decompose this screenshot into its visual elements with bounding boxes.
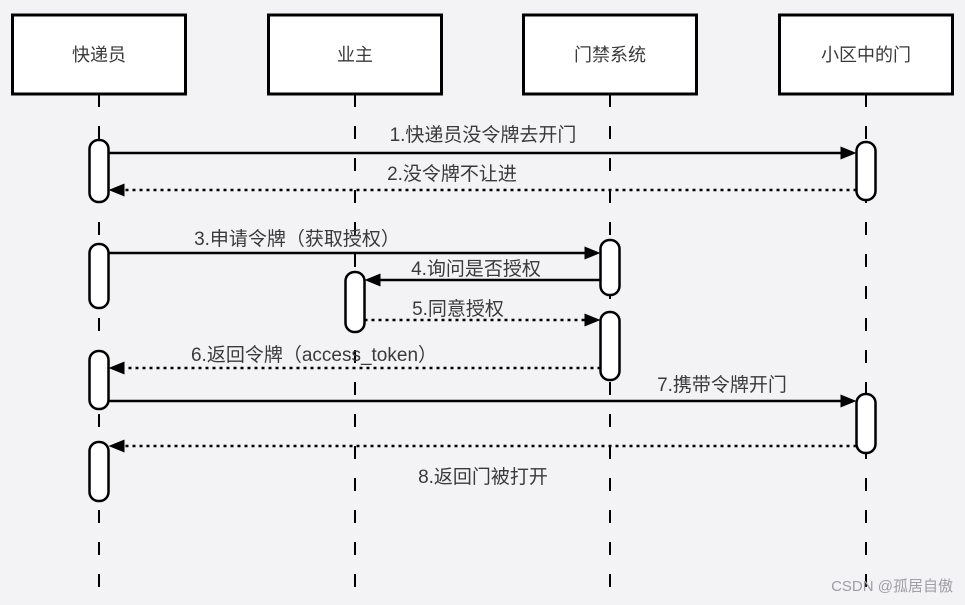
actor-box-access-system (522, 13, 698, 96)
actor-label-community-door: 小区中的门 (821, 45, 911, 65)
watermark: CSDN @孤居自傲 (831, 578, 953, 595)
message-label-2: 2.没令牌不让进 (387, 163, 517, 185)
message-label-6: 6.返回令牌（access_token） (191, 344, 437, 366)
message-arrowhead-icon-5 (584, 313, 601, 327)
message-label-4: 4.询问是否授权 (411, 258, 541, 280)
message-arrowhead-icon-7 (840, 394, 857, 408)
actor-box-courier (11, 13, 187, 96)
activation-bar-courier (88, 440, 110, 503)
actor-label-owner: 业主 (337, 45, 373, 65)
actor-label-access-system: 门禁系统 (574, 45, 646, 65)
activation-bar-community-door (855, 140, 877, 202)
message-label-3: 3.申请令牌（获取授权） (194, 228, 400, 250)
activation-bar-courier (88, 138, 110, 204)
activation-bar-community-door (855, 392, 877, 455)
message-label-7: 7.携带令牌开门 (657, 374, 787, 396)
activation-bar-owner (344, 270, 366, 334)
activation-bar-courier (88, 349, 110, 411)
message-label-8: 8.返回门被打开 (418, 466, 548, 488)
message-arrowhead-icon-4 (364, 273, 381, 287)
message-arrowhead-icon-2 (108, 183, 125, 197)
activation-bar-access-system (599, 310, 621, 382)
actor-box-community-door (778, 13, 954, 96)
message-arrowhead-icon-8 (108, 439, 125, 453)
activation-bar-courier (88, 242, 110, 310)
actor-box-owner (267, 13, 443, 96)
message-label-1: 1.快递员没令牌去开门 (390, 124, 577, 146)
message-arrowhead-icon-6 (108, 361, 125, 375)
message-arrowhead-icon-1 (840, 146, 857, 160)
message-label-5: 5.同意授权 (412, 298, 504, 320)
actor-label-courier: 快递员 (72, 45, 126, 65)
activation-bar-access-system (599, 238, 621, 297)
message-arrowhead-icon-3 (584, 246, 601, 260)
